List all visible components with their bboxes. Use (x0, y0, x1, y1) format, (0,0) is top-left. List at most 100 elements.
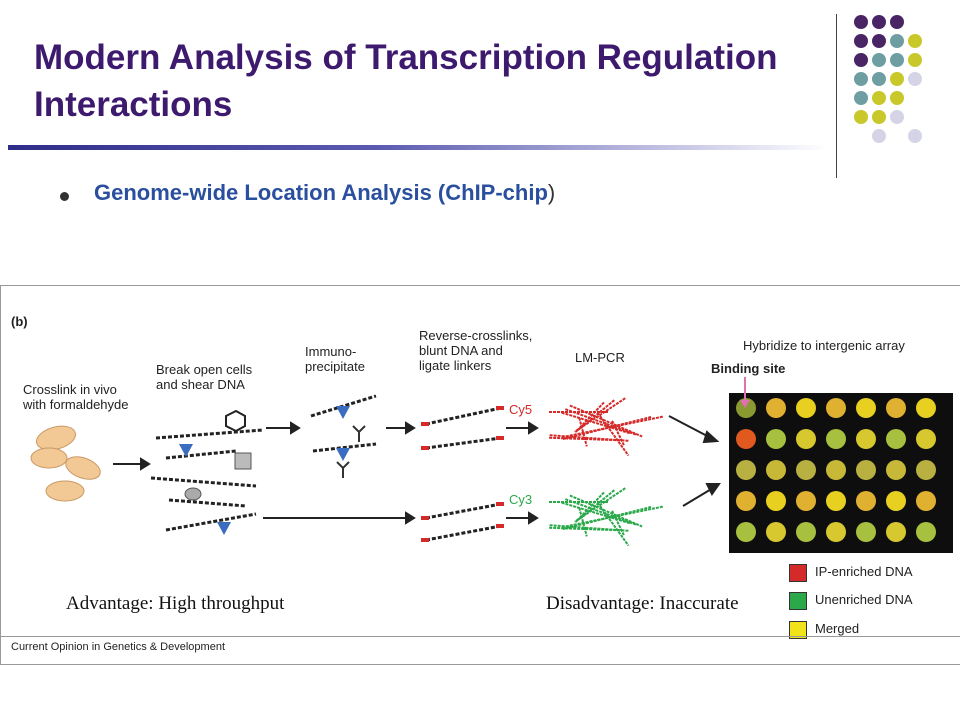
cell (65, 456, 101, 480)
array-spot (766, 460, 786, 480)
array-spot (886, 460, 906, 480)
dna-strand (165, 449, 237, 460)
decorative-dot (854, 53, 868, 67)
dna-strand (168, 498, 247, 508)
array-spot (766, 398, 786, 418)
protein-triangle (217, 522, 231, 535)
legend-swatch-green (789, 592, 807, 610)
arrow (682, 487, 714, 507)
decorative-dot (890, 110, 904, 124)
bullet-marker (60, 192, 69, 201)
dna-strand (165, 512, 257, 532)
decorative-dot (872, 15, 886, 29)
linker-end (421, 538, 429, 542)
linker-end (421, 516, 429, 520)
legend-swatch-red (789, 564, 807, 582)
decorative-dot (872, 34, 886, 48)
array-spot (736, 460, 756, 480)
bullet-close-paren: ) (547, 180, 556, 205)
disadvantage-note: Disadvantage: Inaccurate (546, 593, 739, 614)
dye-cy3: Cy3 (509, 492, 533, 507)
array-spot (826, 429, 846, 449)
pcr-product (574, 397, 626, 433)
dye-cy5: Cy5 (509, 402, 533, 417)
panel-label: (b) (11, 314, 28, 329)
decorative-dot (890, 91, 904, 105)
linker-end (421, 446, 429, 450)
decorative-dot (908, 129, 922, 143)
protein-hexagon (225, 409, 246, 433)
array-spot (856, 429, 876, 449)
array-spot (886, 522, 906, 542)
arrowhead (528, 421, 539, 435)
array-spot (916, 522, 936, 542)
title-underline (8, 145, 828, 150)
arrowhead (290, 421, 301, 435)
array-spot (886, 429, 906, 449)
array-spot (796, 460, 816, 480)
pcr-product (561, 505, 663, 529)
arrowhead (702, 430, 720, 444)
decorative-dot (890, 72, 904, 86)
pcr-product (574, 487, 626, 523)
pcr-product (564, 498, 638, 526)
step-crosslink: Crosslink in vivo with formaldehyde (23, 382, 129, 412)
pcr-product (596, 411, 630, 457)
arrowhead (405, 421, 416, 435)
step-hybridize: Hybridize to intergenic array (743, 338, 905, 353)
cell (35, 425, 77, 451)
pcr-product (561, 415, 663, 439)
array-spot (796, 398, 816, 418)
array-spot (916, 429, 936, 449)
decorative-dot-grid (854, 15, 922, 143)
dna-strand (425, 406, 502, 426)
legend-label: Merged (815, 621, 860, 636)
arrowhead (140, 457, 151, 471)
source-divider (1, 636, 960, 637)
decorative-dot (872, 72, 886, 86)
protein-square (234, 452, 252, 470)
cells-group (30, 425, 101, 502)
step-break-cells: Break open cells and shear DNA (156, 362, 253, 392)
bullet-label: Genome-wide Location Analysis (ChIP-chip (94, 180, 548, 205)
dna-strand (155, 428, 264, 440)
array-spot (856, 491, 876, 511)
arrowhead (705, 483, 721, 496)
binding-site-label: Binding site (711, 361, 786, 376)
decorative-dot (890, 15, 904, 29)
binding-site-arrowhead (740, 400, 750, 408)
cell (45, 480, 85, 502)
cell (30, 447, 68, 469)
antibody-icon (352, 425, 366, 442)
dna-strand (425, 436, 502, 450)
array-spot (796, 429, 816, 449)
dna-strand (425, 524, 502, 542)
chip-chip-figure: (b) Crosslink in vivo with formaldehyde … (0, 285, 960, 665)
pcr-product (569, 494, 643, 528)
array-spot (886, 398, 906, 418)
array-spot (736, 491, 756, 511)
array-spot (916, 491, 936, 511)
step-lm-pcr: LM-PCR (575, 350, 625, 365)
pcr-product (549, 434, 629, 442)
array-spot (796, 491, 816, 511)
array-spot (916, 398, 936, 418)
decorative-dot (872, 53, 886, 67)
decorative-dot (908, 53, 922, 67)
protein-oval (184, 487, 202, 501)
dna-strand (150, 476, 257, 488)
array-spot (736, 429, 756, 449)
arrowhead (528, 511, 539, 525)
array-spot (736, 522, 756, 542)
legend-label: IP-enriched DNA (815, 564, 913, 579)
decorative-dot (854, 72, 868, 86)
array-spot (766, 522, 786, 542)
pcr-product (564, 408, 638, 436)
advantage-note: Advantage: High throughput (66, 593, 285, 614)
array-spot (826, 398, 846, 418)
figure-source: Current Opinion in Genetics & Developmen… (11, 641, 225, 653)
array-spot (856, 398, 876, 418)
decorative-dot (872, 110, 886, 124)
dna-strand (312, 442, 377, 453)
linker-end (496, 502, 504, 506)
